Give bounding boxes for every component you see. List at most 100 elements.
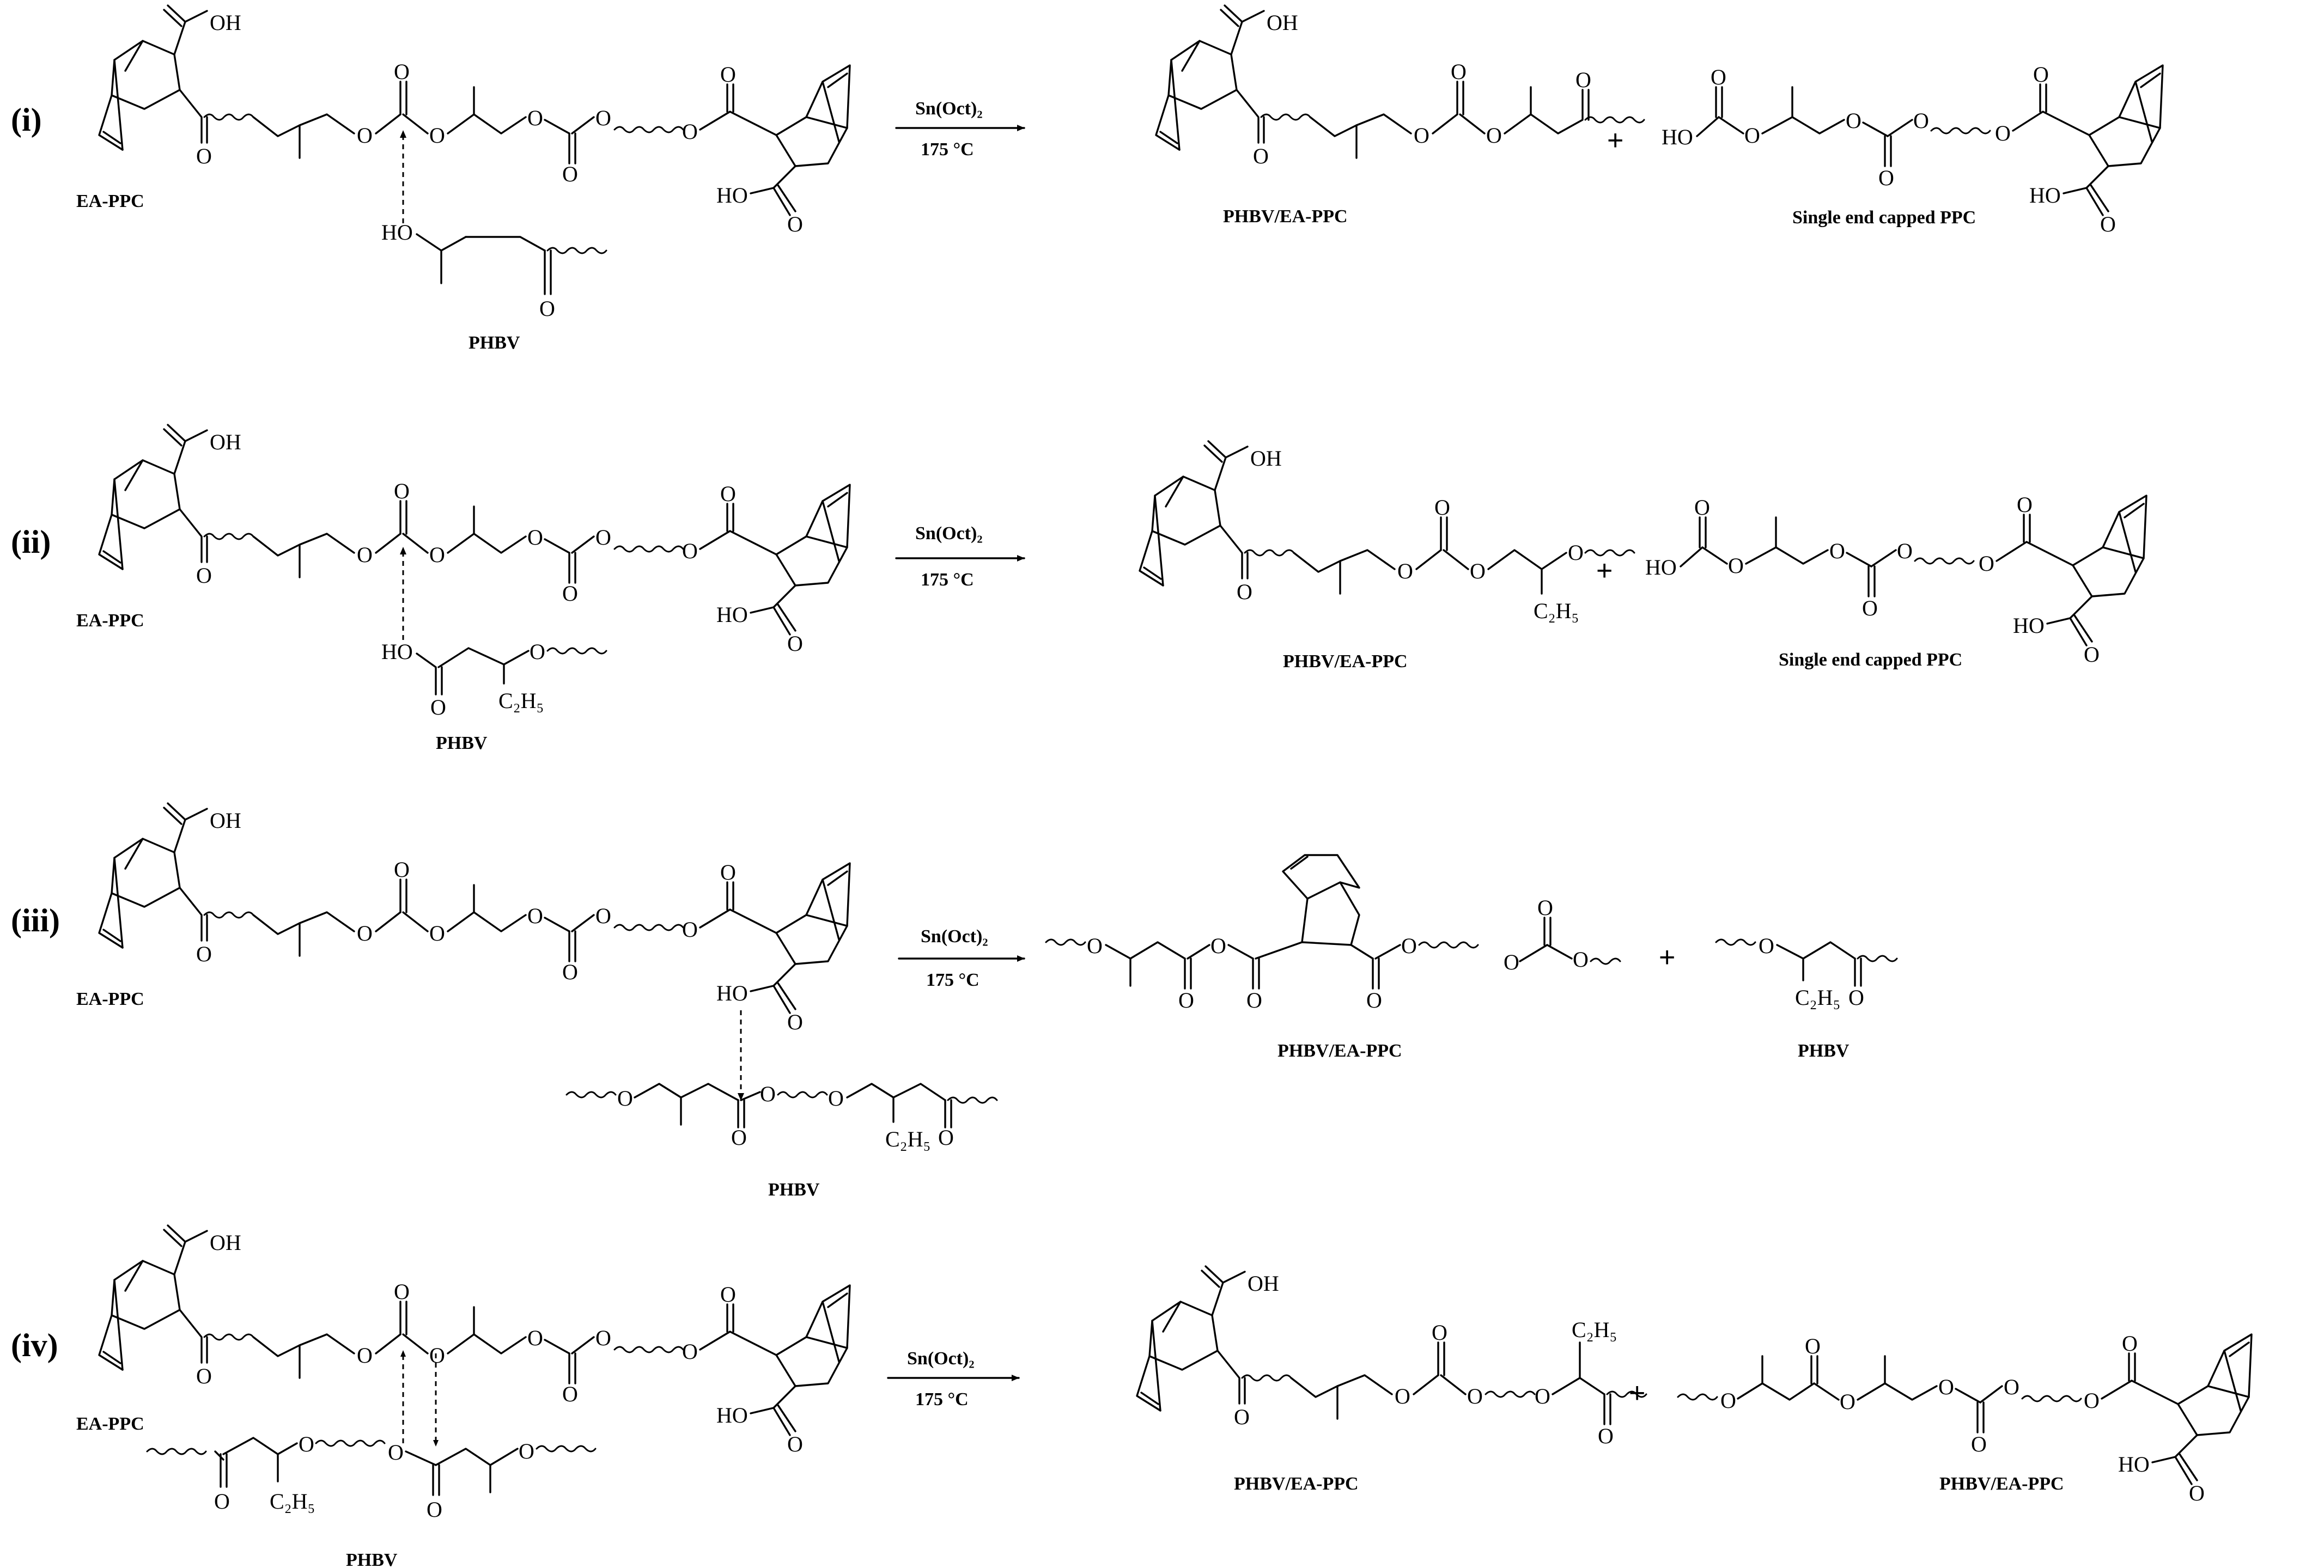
svg-text:C₂H₅: C₂H₅ bbox=[885, 1127, 930, 1151]
svg-text:O: O bbox=[595, 525, 611, 550]
svg-text:O: O bbox=[1897, 539, 1913, 563]
svg-text:HO: HO bbox=[716, 1403, 748, 1427]
svg-text:HO: HO bbox=[1662, 125, 1693, 149]
catalyst-label-iv: Sn(Oct)₂ bbox=[907, 1349, 975, 1369]
svg-text:HO: HO bbox=[716, 183, 748, 208]
svg-text:OH: OH bbox=[1267, 10, 1298, 35]
svg-text:O: O bbox=[2189, 1481, 2205, 1505]
temperature-label-iv: 175 °C bbox=[915, 1389, 969, 1410]
product-phbv-ea-ppc-ii: OH O O O O C₂H₅ O bbox=[1139, 440, 1635, 623]
svg-text:O: O bbox=[787, 1432, 803, 1456]
svg-text:O: O bbox=[1862, 596, 1878, 620]
svg-text:O: O bbox=[214, 1489, 230, 1514]
svg-text:O: O bbox=[299, 1432, 314, 1456]
phbv-structure-i: HO O bbox=[381, 220, 607, 321]
label-single-end-capped-ii: Single end capped PPC bbox=[1779, 650, 1962, 670]
svg-text:O: O bbox=[1486, 123, 1502, 148]
product-phbv-ea-ppc-i: OH O O O O O bbox=[1155, 4, 1645, 168]
product-phbv-ea-ppc-iii: O O O O O O O bbox=[1045, 854, 1621, 1012]
svg-text:O: O bbox=[1979, 551, 1994, 576]
single-end-capped-ppc-i: HO O O O O O O O bbox=[1662, 62, 2164, 236]
svg-text:O: O bbox=[530, 639, 545, 664]
svg-text:O: O bbox=[720, 1282, 736, 1307]
label-ea-ppc-iv: EA-PPC bbox=[76, 1414, 144, 1434]
label-phbv-ii: PHBV bbox=[436, 733, 488, 753]
reaction-i: (i) OH O O O O O O O bbox=[11, 4, 2164, 353]
svg-text:O: O bbox=[1878, 166, 1894, 190]
svg-text:O: O bbox=[1938, 1375, 1954, 1399]
svg-text:O: O bbox=[394, 479, 410, 503]
svg-text:O: O bbox=[429, 123, 445, 148]
svg-text:O: O bbox=[1537, 895, 1553, 920]
svg-text:O: O bbox=[1711, 65, 1726, 89]
svg-text:HO: HO bbox=[381, 220, 413, 245]
svg-text:O: O bbox=[1744, 123, 1760, 148]
svg-text:O: O bbox=[2004, 1375, 2019, 1399]
svg-text:O: O bbox=[1728, 553, 1744, 578]
svg-text:O: O bbox=[1829, 539, 1845, 563]
svg-text:HO: HO bbox=[2013, 613, 2045, 638]
atom-oh: OH bbox=[210, 10, 241, 35]
svg-text:O: O bbox=[196, 942, 212, 966]
label-product-iii: PHBV/EA-PPC bbox=[1277, 1041, 1402, 1061]
svg-text:O: O bbox=[1395, 1384, 1410, 1408]
svg-text:O: O bbox=[1401, 934, 1417, 958]
svg-text:O: O bbox=[1414, 123, 1429, 148]
svg-text:O: O bbox=[720, 62, 736, 87]
svg-text:HO: HO bbox=[2118, 1452, 2150, 1477]
svg-text:O: O bbox=[1178, 988, 1194, 1012]
svg-text:O: O bbox=[562, 581, 578, 606]
svg-text:O: O bbox=[2084, 642, 2100, 667]
svg-text:O: O bbox=[527, 1326, 543, 1350]
svg-text:O: O bbox=[1397, 559, 1413, 583]
svg-text:O: O bbox=[1840, 1389, 1855, 1414]
svg-text:O: O bbox=[787, 212, 803, 236]
svg-text:O: O bbox=[1451, 59, 1467, 84]
svg-text:O: O bbox=[760, 1082, 776, 1106]
svg-text:O: O bbox=[1575, 68, 1591, 92]
svg-text:O: O bbox=[357, 921, 373, 945]
svg-text:O: O bbox=[682, 119, 698, 144]
phbv-product-iii: O C₂H₅ O bbox=[1715, 934, 1898, 1010]
svg-text:O: O bbox=[196, 563, 212, 588]
svg-text:O: O bbox=[429, 921, 445, 945]
reaction-numeral-ii: (ii) bbox=[11, 524, 51, 560]
svg-text:O: O bbox=[1504, 950, 1519, 974]
svg-text:O: O bbox=[1246, 988, 1262, 1012]
svg-text:O: O bbox=[429, 1343, 445, 1368]
atom-o: O bbox=[196, 144, 212, 168]
svg-text:O: O bbox=[1087, 934, 1103, 958]
label-ea-ppc-i: EA-PPC bbox=[76, 191, 144, 211]
svg-text:O: O bbox=[2017, 492, 2033, 517]
svg-text:O: O bbox=[682, 539, 698, 563]
plus-sign-iii: + bbox=[1659, 942, 1675, 973]
single-end-capped-ppc-ii: HO O O O O O O O bbox=[1645, 492, 2147, 667]
temperature-label-iii: 175 °C bbox=[926, 970, 980, 990]
svg-text:OH: OH bbox=[1250, 446, 1282, 471]
svg-text:O: O bbox=[388, 1440, 404, 1465]
svg-text:HO: HO bbox=[2029, 183, 2061, 208]
svg-text:O: O bbox=[720, 481, 736, 506]
label-phbv-iv: PHBV bbox=[346, 1550, 398, 1568]
svg-text:OH: OH bbox=[1248, 1271, 1279, 1296]
svg-text:O: O bbox=[2084, 1388, 2100, 1413]
svg-text:O: O bbox=[429, 542, 445, 567]
svg-text:O: O bbox=[1432, 1320, 1447, 1345]
temperature-label-ii: 175 °C bbox=[921, 570, 974, 590]
svg-text:O: O bbox=[1535, 1384, 1550, 1408]
product-phbv-ea-ppc-iv-b: O O O O O O O O bbox=[1677, 1331, 2253, 1505]
svg-text:O: O bbox=[2122, 1331, 2138, 1356]
svg-text:OH: OH bbox=[210, 430, 241, 454]
phbv-structure-ii: HO O C₂H₅ O bbox=[381, 639, 607, 719]
svg-text:O: O bbox=[394, 59, 410, 84]
svg-text:O: O bbox=[1848, 985, 1864, 1010]
svg-text:O: O bbox=[1573, 947, 1589, 972]
label-product-iv-b: PHBV/EA-PPC bbox=[1939, 1474, 2064, 1494]
svg-text:O: O bbox=[357, 542, 373, 567]
svg-text:C₂H₅: C₂H₅ bbox=[498, 688, 544, 713]
svg-text:HO: HO bbox=[716, 981, 748, 1005]
svg-text:O: O bbox=[682, 1339, 698, 1364]
svg-text:O: O bbox=[1237, 579, 1252, 604]
plus-sign-iv: + bbox=[1629, 1377, 1645, 1409]
